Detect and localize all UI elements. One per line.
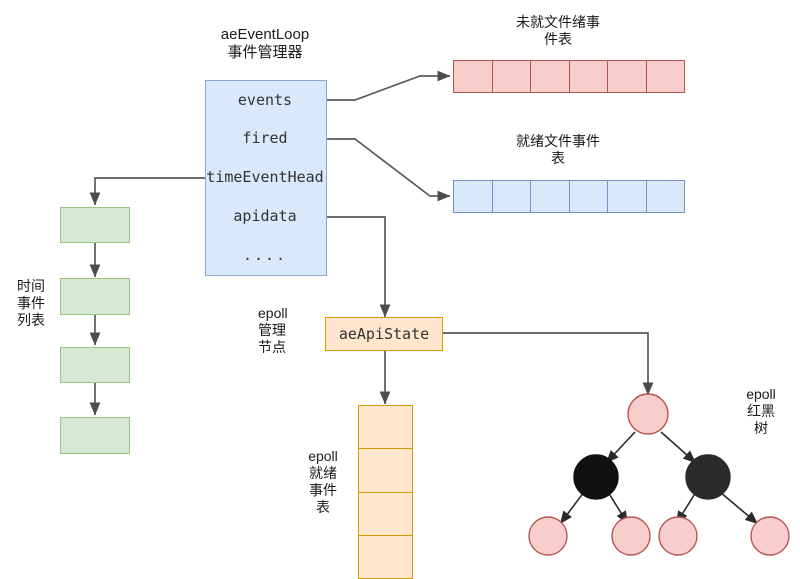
struct-row-apidata[interactable]: apidata: [205, 197, 327, 237]
ready-file-events-label: 就绪文件事件 表: [516, 133, 600, 167]
link-events-to-unready-table: [325, 70, 451, 101]
ready-cell[interactable]: [608, 180, 647, 213]
edge-r-rl: [675, 491, 697, 525]
ready-cell[interactable]: [569, 180, 608, 213]
struct-row-events[interactable]: events: [205, 80, 327, 121]
struct-field-ellipsis: ....: [242, 245, 288, 264]
time-event-node[interactable]: [60, 417, 130, 454]
struct-row-fired[interactable]: fired: [205, 119, 327, 159]
edge-l-ll: [559, 491, 585, 525]
time-event-node[interactable]: [60, 347, 130, 383]
edge-root-left: [605, 431, 636, 464]
rbtree-node-leaf-1: [528, 516, 568, 556]
ready-cell[interactable]: [453, 180, 493, 213]
unready-file-events-label: 未就文件绪事 件表: [516, 14, 600, 48]
unready-cell[interactable]: [492, 60, 531, 93]
struct-row-ellipsis[interactable]: ....: [205, 236, 327, 276]
link-aeapistate-to-rbtree: [443, 332, 654, 396]
time-event-node[interactable]: [60, 207, 130, 243]
rbtree-node-right: [685, 454, 731, 500]
link-apidata-to-aeapistate: [325, 216, 391, 318]
unready-cell[interactable]: [608, 60, 647, 93]
aeapistate-box[interactable]: aeApiState: [325, 317, 443, 351]
edge-root-right: [660, 431, 697, 464]
struct-field-apidata: apidata: [233, 206, 297, 225]
rbtree-node-left: [573, 454, 619, 500]
ready-cell[interactable]: [492, 180, 531, 213]
epoll-ready-event-table: [358, 405, 413, 579]
unready-cell[interactable]: [646, 60, 685, 93]
link-fired-to-ready-table: [325, 138, 451, 202]
struct-field-events: events: [237, 90, 293, 109]
link-timeeventhead-to-timelist: [89, 177, 205, 206]
struct-field-timeeventhead: timeEventHead: [206, 167, 324, 186]
ready-file-events-table: [453, 180, 685, 213]
edge-l-lr: [607, 491, 629, 525]
epoll-ready-cell[interactable]: [358, 535, 413, 579]
page-title: aeEventLoop 事件管理器: [220, 26, 310, 62]
epoll-manage-node-label: epoll 管理 节点: [258, 305, 288, 356]
ready-cell[interactable]: [531, 180, 570, 213]
rbtree-node-leaf-4: [750, 516, 790, 556]
epoll-ready-table-label: epoll 就绪 事件 表: [308, 448, 338, 516]
rbtree-node-leaf-3: [658, 516, 698, 556]
edge-r-rr: [719, 491, 759, 525]
time-event-list-label: 时间 事件 列表: [17, 278, 45, 329]
aeeventloop-struct: events fired timeEventHead apidata ....: [205, 80, 327, 276]
time-event-node[interactable]: [60, 278, 130, 315]
unready-cell[interactable]: [453, 60, 493, 93]
rbtree-node-root: [627, 393, 669, 435]
epoll-ready-cell[interactable]: [358, 405, 413, 450]
epoll-rbtree-label: epoll 红黑 树: [746, 386, 776, 437]
unready-cell[interactable]: [531, 60, 570, 93]
epoll-ready-cell[interactable]: [358, 449, 413, 493]
rbtree-edges: [559, 431, 759, 525]
struct-row-timeeventhead[interactable]: timeEventHead: [205, 158, 327, 198]
struct-field-fired: fired: [242, 128, 288, 147]
ready-cell[interactable]: [646, 180, 685, 213]
unready-cell[interactable]: [569, 60, 608, 93]
aeapistate-label: aeApiState: [338, 325, 430, 343]
rbtree-node-leaf-2: [611, 516, 651, 556]
unready-file-events-table: [453, 60, 685, 93]
epoll-ready-cell[interactable]: [358, 492, 413, 536]
